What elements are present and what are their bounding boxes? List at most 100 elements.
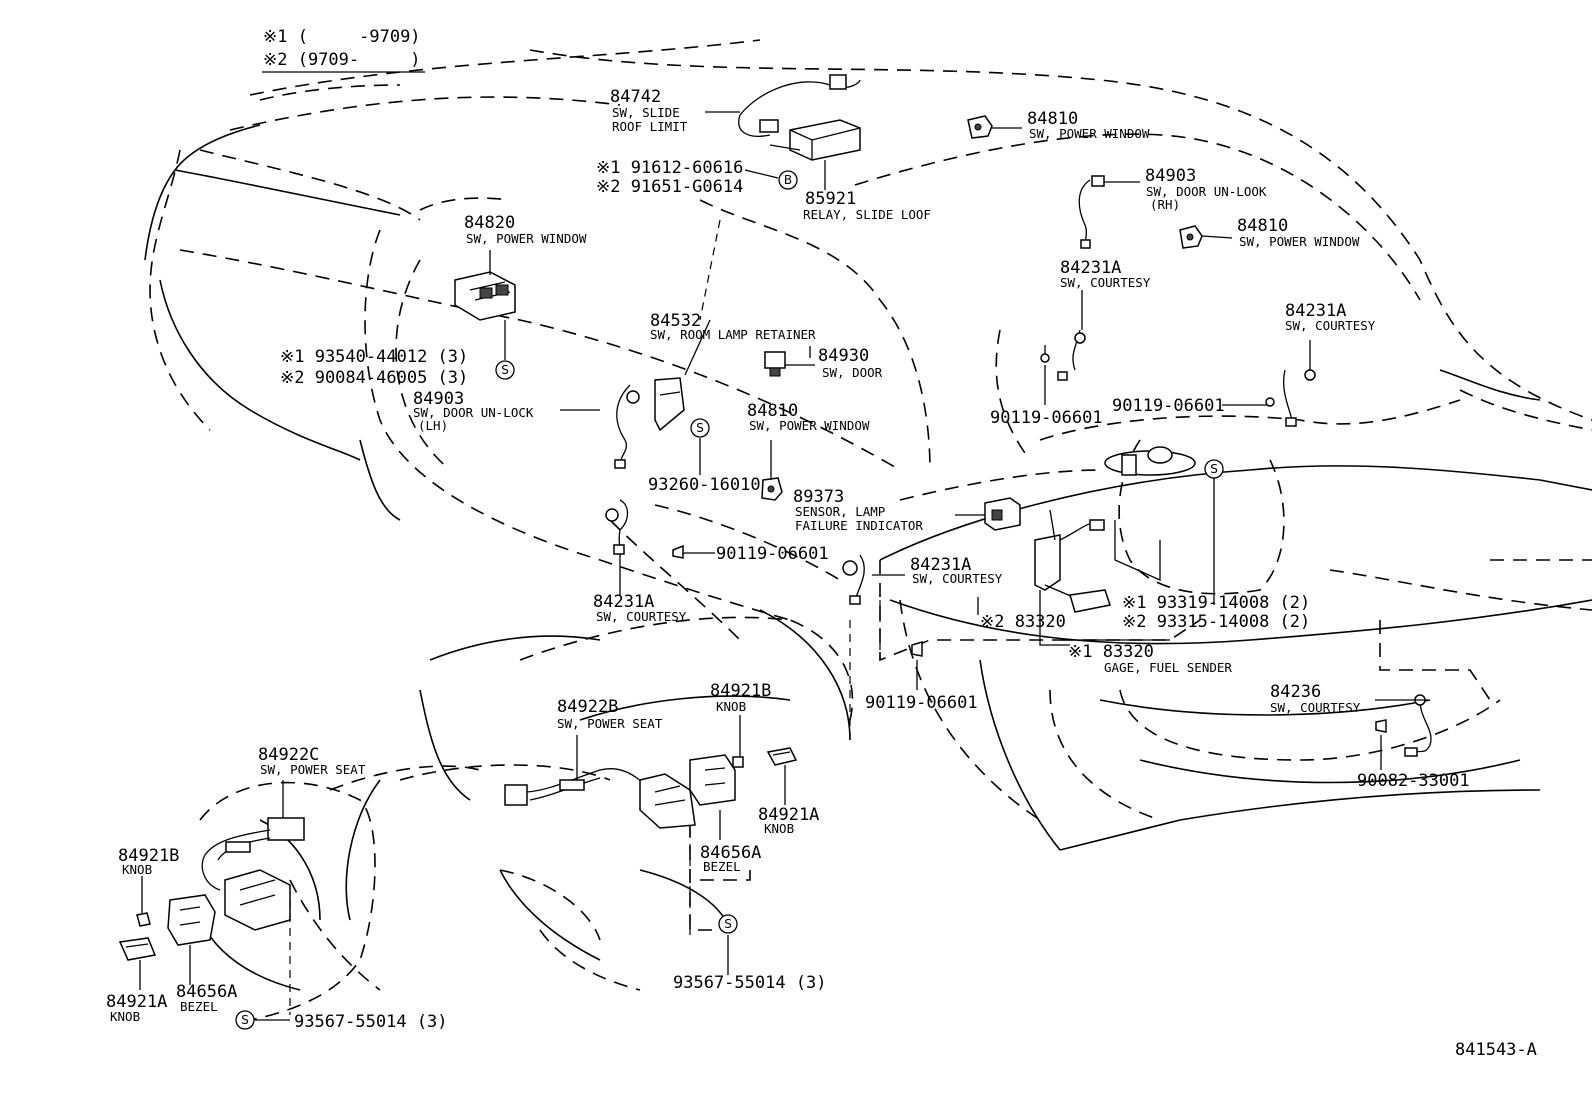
- svg-text:84656A: 84656A: [176, 982, 237, 1002]
- callout-85921: 85921 RELAY, SLIDE LOOF: [803, 189, 931, 222]
- power-seat-switch-left: [201, 817, 305, 931]
- svg-text:SENSOR, LAMP: SENSOR, LAMP: [795, 504, 885, 519]
- callout-93567-right: 93567-55014 (3): [673, 973, 827, 993]
- fuel-sender-gage: [1034, 446, 1196, 613]
- svg-text:93260-16010: 93260-16010: [648, 475, 761, 495]
- svg-text:S: S: [1210, 462, 1218, 476]
- bolt-symbol: B: [778, 170, 798, 190]
- power-window-switch-lr: [761, 477, 783, 501]
- svg-text:FAILURE INDICATOR: FAILURE INDICATOR: [795, 518, 923, 533]
- svg-text:B: B: [784, 173, 792, 187]
- svg-text:S: S: [241, 1013, 249, 1027]
- slide-roof-limit-switch-harness: [738, 74, 861, 137]
- svg-text:84921B: 84921B: [710, 681, 771, 701]
- slide-roof-relay: [769, 119, 861, 161]
- callout-84656a-right: 84656A BEZEL: [700, 843, 761, 874]
- svg-text:84921A: 84921A: [758, 805, 819, 825]
- svg-text:SW, POWER SEAT: SW, POWER SEAT: [260, 762, 366, 777]
- svg-text:90119-06601: 90119-06601: [865, 693, 978, 713]
- screw-symbol-seat-left: S: [235, 1010, 255, 1030]
- legend-line-2: ※2 (9709- ): [263, 50, 421, 70]
- callout-90119-front-left: 90119-06601: [716, 544, 829, 564]
- courtesy-switch-trunk: [1375, 694, 1432, 757]
- svg-text:※1 83320: ※1 83320: [1068, 642, 1154, 662]
- svg-text:SW, POWER WINDOW: SW, POWER WINDOW: [1239, 234, 1360, 249]
- callout-84742: 84742 SW, SLIDE ROOF LIMIT: [610, 87, 688, 134]
- leader-lines: [139, 111, 1428, 1021]
- svg-text:84231A: 84231A: [1060, 258, 1121, 278]
- callout-83320-type2: ※2 83320: [980, 612, 1066, 632]
- svg-text:84903: 84903: [1145, 166, 1196, 186]
- svg-text:84810: 84810: [1027, 109, 1078, 129]
- knob-84921a-left: [118, 937, 157, 961]
- callout-89373: 89373 SENSOR, LAMP FAILURE INDICATOR: [793, 487, 923, 533]
- svg-text:SW, POWER WINDOW: SW, POWER WINDOW: [749, 418, 870, 433]
- svg-text:KNOB: KNOB: [764, 821, 794, 836]
- svg-text:84810: 84810: [1237, 216, 1288, 236]
- callout-93319: ※1 93319-14008 (2): [1122, 593, 1310, 613]
- screw-symbol-master-switch: S: [495, 360, 515, 380]
- svg-text:89373: 89373: [793, 487, 844, 507]
- callout-84922b: 84922B SW, POWER SEAT: [557, 697, 663, 731]
- svg-text:90119-06601: 90119-06601: [716, 544, 829, 564]
- legend-line-1: ※1 ( -9709): [263, 27, 421, 47]
- callout-90119-rear-left: 90119-06601: [865, 693, 978, 713]
- svg-text:SW, DOOR UN-LOCK: SW, DOOR UN-LOCK: [413, 405, 534, 420]
- svg-text:GAGE, FUEL SENDER: GAGE, FUEL SENDER: [1104, 660, 1232, 675]
- power-window-switch-rr: [1179, 225, 1203, 249]
- callout-91612: ※1 91612-60616: [596, 158, 743, 178]
- callout-93315: ※2 93315-14008 (2): [1122, 612, 1310, 632]
- courtesy-switch-lf: [605, 499, 684, 559]
- svg-text:90082-33001: 90082-33001: [1357, 771, 1470, 791]
- callout-84903-rh: 84903 SW, DOOR UN-LOOK (RH): [1145, 166, 1267, 212]
- vehicle-body-contours: [144, 124, 1592, 991]
- callout-84820: 84820 SW, POWER WINDOW: [464, 213, 587, 246]
- svg-text:84922B: 84922B: [557, 697, 618, 717]
- svg-text:SW, POWER SEAT: SW, POWER SEAT: [557, 716, 663, 731]
- svg-text:SW, COURTESY: SW, COURTESY: [1270, 700, 1361, 715]
- svg-text:KNOB: KNOB: [122, 862, 152, 877]
- svg-text:SW, COURTESY: SW, COURTESY: [1285, 318, 1376, 333]
- svg-text:84922C: 84922C: [258, 745, 319, 765]
- door-switch: [764, 351, 786, 377]
- screw-symbol-fuel-sender: S: [1204, 459, 1224, 479]
- power-seat-switch-right: [504, 768, 696, 829]
- svg-text:93567-55014 (3): 93567-55014 (3): [673, 973, 827, 993]
- callout-84810-rear-left: 84810 SW, POWER WINDOW: [747, 401, 870, 433]
- svg-text:85921: 85921: [805, 189, 856, 209]
- svg-text:SW, POWER WINDOW: SW, POWER WINDOW: [466, 231, 587, 246]
- svg-text:84742: 84742: [610, 87, 661, 107]
- callout-84903-lh: 84903 SW, DOOR UN-LOCK (LH): [413, 389, 534, 433]
- courtesy-switch-lr: [842, 554, 923, 657]
- svg-text:84231A: 84231A: [1285, 301, 1346, 321]
- svg-text:SW, DOOR UN-LOOK: SW, DOOR UN-LOOK: [1146, 184, 1267, 199]
- callout-84921a-right: 84921A KNOB: [758, 805, 819, 836]
- door-unlock-switch-rh: [1078, 175, 1105, 249]
- svg-text:SW, DOOR: SW, DOOR: [822, 365, 883, 380]
- svg-text:84656A: 84656A: [700, 843, 761, 863]
- legend: ※1 ( -9709) ※2 (9709- ): [262, 27, 425, 73]
- callout-84231a-rear-right: 84231A SW, COURTESY: [1285, 301, 1376, 333]
- callout-90119-rear-right: 90119-06601: [1112, 396, 1225, 416]
- svg-text:90119-06601: 90119-06601: [1112, 396, 1225, 416]
- svg-text:84921B: 84921B: [118, 846, 179, 866]
- svg-text:84810: 84810: [747, 401, 798, 421]
- svg-text:S: S: [501, 363, 509, 377]
- room-lamp-retainer-switch: [654, 377, 685, 432]
- svg-text:※2 93315-14008 (2): ※2 93315-14008 (2): [1122, 612, 1310, 632]
- callout-93540: ※1 93540-44012 (3): [280, 347, 468, 367]
- callout-84921a-left: 84921A KNOB: [106, 992, 167, 1024]
- callout-84921b-left: 84921B KNOB: [118, 846, 179, 877]
- svg-text:※1 93319-14008 (2): ※1 93319-14008 (2): [1122, 593, 1310, 613]
- callout-84656a-left: 84656A BEZEL: [176, 982, 237, 1014]
- svg-text:90119-06601: 90119-06601: [990, 408, 1103, 428]
- svg-text:84921A: 84921A: [106, 992, 167, 1012]
- lamp-failure-sensor: [984, 497, 1021, 531]
- svg-text:※2 91651-G0614: ※2 91651-G0614: [596, 177, 743, 197]
- svg-text:RELAY, SLIDE LOOF: RELAY, SLIDE LOOF: [803, 207, 931, 222]
- knob-84921b-right: [732, 756, 744, 768]
- screw-symbol-seat-right: S: [718, 914, 738, 934]
- callout-84922c: 84922C SW, POWER SEAT: [258, 745, 366, 777]
